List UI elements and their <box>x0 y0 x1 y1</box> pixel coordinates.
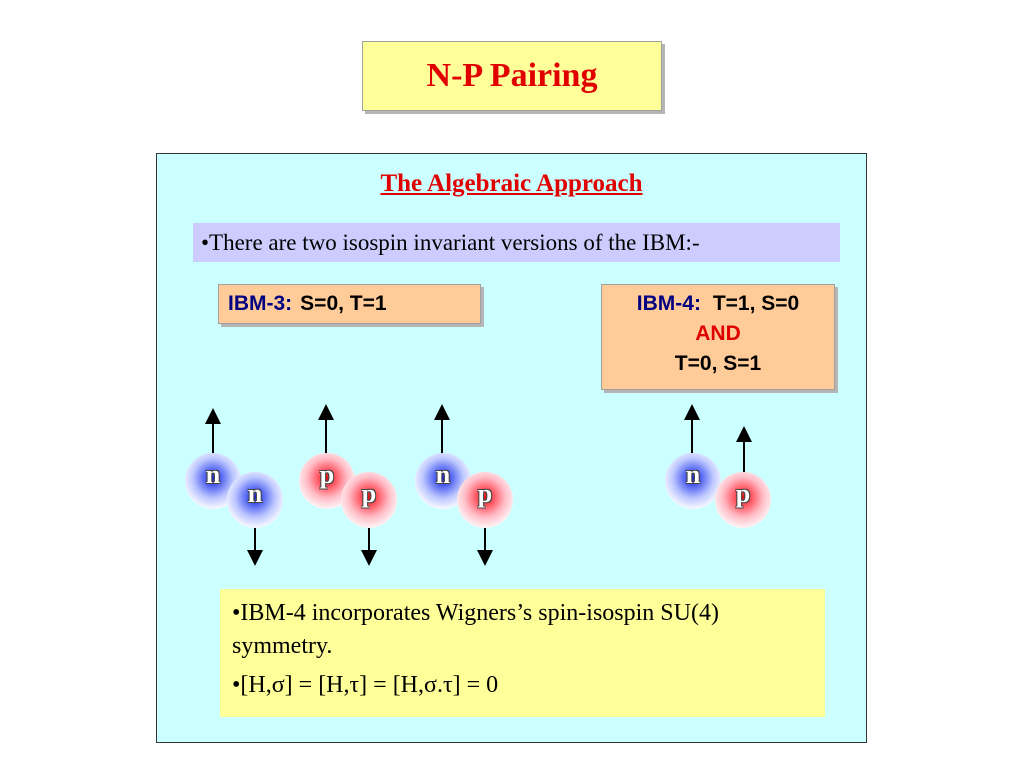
section-subtitle: The Algebraic Approach <box>380 170 643 197</box>
content-panel: The Algebraic Approach •There are two is… <box>156 153 867 743</box>
summary-bullet-2: •[H,σ] = [H,τ] = [H,σ.τ] = 0 <box>232 672 499 698</box>
neutron-ball: n <box>227 472 283 528</box>
ibm3-box: IBM-3: S=0, T=1 <box>218 284 481 324</box>
proton-ball: p <box>457 472 513 528</box>
ibm4-params-2: T=0, S=1 <box>674 352 762 375</box>
summary-bullets-box: •IBM-4 incorporates Wigners’s spin-isosp… <box>220 589 825 717</box>
slide-title: N-P Pairing <box>426 57 598 94</box>
ibm4-name: IBM-4: <box>636 292 701 315</box>
intro-bullet-box: •There are two isospin invariant version… <box>193 223 840 262</box>
intro-bullet: •There are two isospin invariant version… <box>201 229 700 255</box>
ibm3-name: IBM-3: <box>228 292 293 315</box>
proton-ball: p <box>341 472 397 528</box>
summary-bullet-1: •IBM-4 incorporates Wigners’s spin-isosp… <box>232 600 719 659</box>
spin-diagram <box>205 404 752 566</box>
slide-title-box: N-P Pairing <box>362 41 662 111</box>
ibm4-params-1: T=1, S=0 <box>712 292 800 315</box>
ibm4-and: AND <box>695 322 741 345</box>
ibm4-box: IBM-4: T=1, S=0 AND T=0, S=1 <box>601 284 835 390</box>
ibm3-params: S=0, T=1 <box>300 292 387 315</box>
proton-ball: p <box>715 472 771 528</box>
neutron-ball: n <box>665 453 721 509</box>
